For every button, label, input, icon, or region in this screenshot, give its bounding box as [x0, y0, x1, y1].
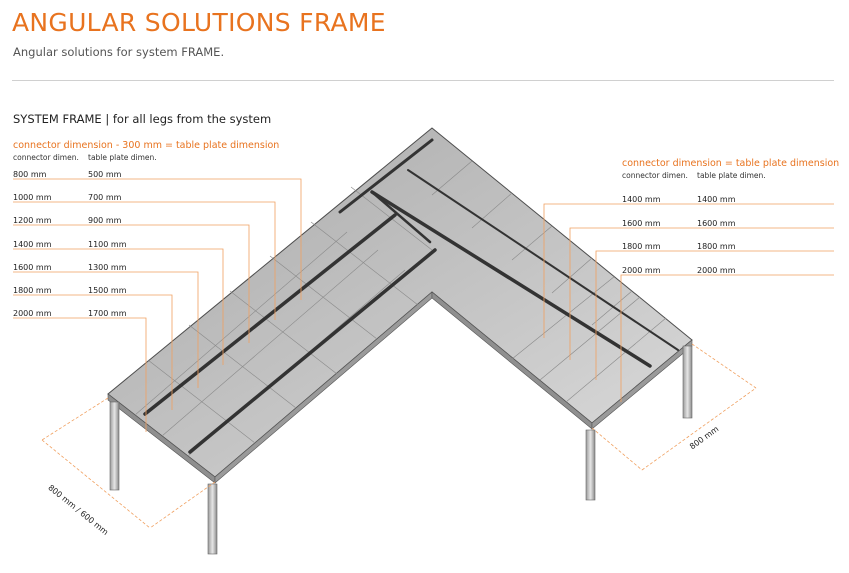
right-row-connector: 1800 mm	[622, 242, 661, 251]
left-row-connector: 2000 mm	[13, 309, 52, 318]
left-row-plate: 1100 mm	[88, 240, 127, 249]
right-row-connector: 2000 mm	[622, 266, 661, 275]
header-divider	[12, 80, 834, 81]
page-title: ANGULAR SOLUTIONS FRAME	[12, 8, 386, 37]
left-col-plate-header: table plate dimen.	[88, 153, 157, 162]
left-row-plate: 500 mm	[88, 170, 122, 179]
tabletop	[107, 127, 693, 478]
depth-dimension-lines	[41, 343, 757, 529]
leg	[109, 401, 120, 491]
right-row-connector: 1400 mm	[622, 195, 661, 204]
right-col-connector-header: connector dimen.	[622, 171, 688, 180]
plate-grid-left	[134, 186, 433, 457]
left-row-plate: 900 mm	[88, 216, 122, 225]
left-row-plate: 1300 mm	[88, 263, 127, 272]
left-row-connector: 1400 mm	[13, 240, 52, 249]
right-col-plate-header: table plate dimen.	[697, 171, 766, 180]
left-col-connector-header: connector dimen.	[13, 153, 79, 162]
left-row-connector: 1200 mm	[13, 216, 52, 225]
right-row-connector: 1600 mm	[622, 219, 661, 228]
left-row-connector: 1600 mm	[13, 263, 52, 272]
left-table-heading: connector dimension - 300 mm = table pla…	[13, 140, 280, 151]
left-row-plate: 1700 mm	[88, 309, 127, 318]
right-row-plate: 1800 mm	[697, 242, 736, 251]
left-row-plate: 1500 mm	[88, 286, 127, 295]
left-leader-lines	[13, 178, 302, 432]
leg	[682, 345, 693, 419]
leg	[585, 429, 596, 501]
frame-rails	[143, 138, 679, 454]
right-row-plate: 1400 mm	[697, 195, 736, 204]
right-row-plate: 2000 mm	[697, 266, 736, 275]
plate-grid-right	[431, 160, 667, 403]
leg	[207, 483, 218, 555]
left-row-connector: 800 mm	[13, 170, 47, 179]
right-table-heading: connector dimension = table plate dimens…	[622, 158, 840, 169]
right-leader-lines	[543, 203, 834, 402]
page-subtitle: Angular solutions for system FRAME.	[13, 45, 225, 59]
left-row-connector: 1800 mm	[13, 286, 52, 295]
section-title: SYSTEM FRAME | for all legs from the sys…	[13, 112, 272, 126]
left-row-connector: 1000 mm	[13, 193, 52, 202]
left-row-plate: 700 mm	[88, 193, 122, 202]
right-row-plate: 1600 mm	[697, 219, 736, 228]
